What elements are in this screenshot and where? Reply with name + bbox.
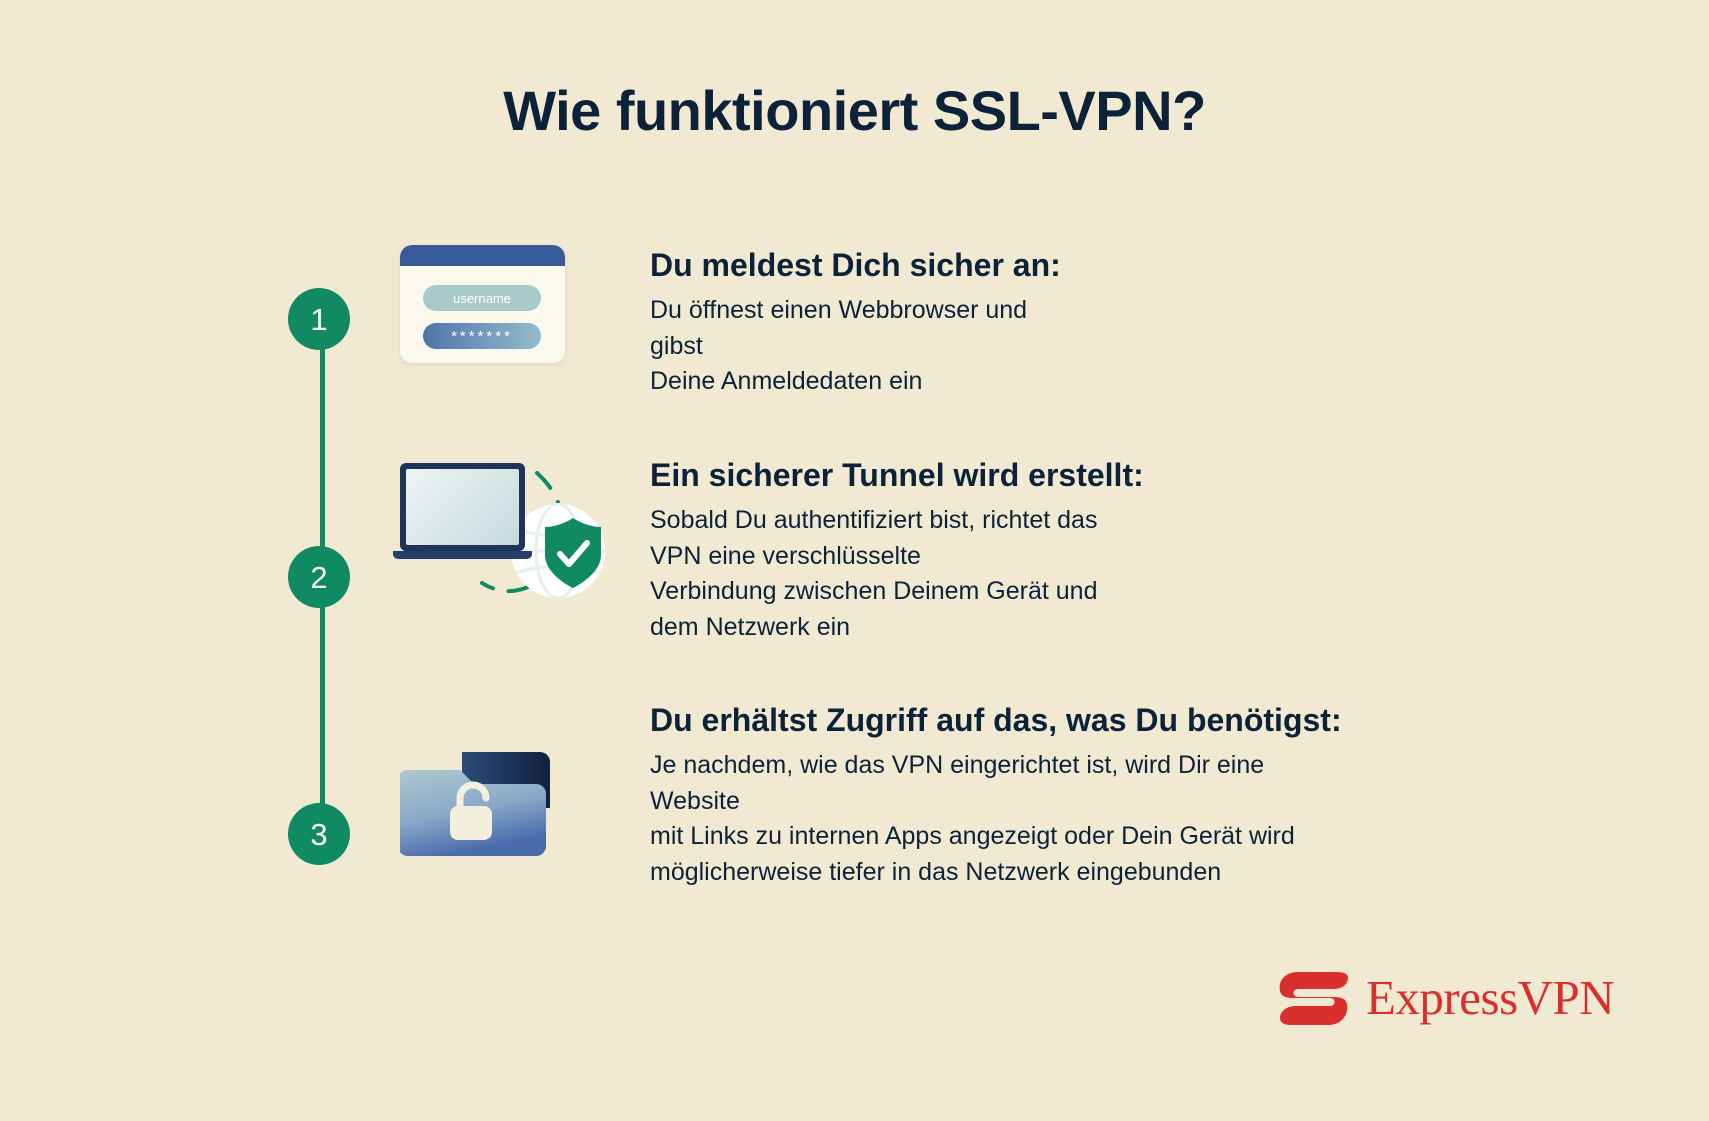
timeline: 1 2 3 bbox=[288, 288, 358, 865]
folder-unlocked-icon bbox=[398, 746, 550, 869]
shield-check-icon bbox=[545, 518, 601, 588]
step-3-heading: Du erhältst Zugriff auf das, was Du benö… bbox=[650, 702, 1342, 738]
step-marker-2: 2 bbox=[288, 546, 350, 608]
step-1-body: Du öffnest einen Webbrowser und gibst De… bbox=[650, 296, 1028, 395]
unlock-icon bbox=[450, 781, 492, 840]
password-field: ******* bbox=[423, 323, 541, 349]
step-marker-3: 3 bbox=[288, 803, 350, 865]
laptop-shield-globe-icon bbox=[393, 455, 615, 605]
step-1-heading: Du meldest Dich sicher an: bbox=[650, 247, 1061, 283]
step-2-body: Sobald Du authentifiziert bist, richtet … bbox=[650, 506, 1098, 641]
folder-shape bbox=[398, 752, 550, 856]
expressvpn-logo: ExpressVPN bbox=[1278, 968, 1615, 1026]
step-marker-1: 1 bbox=[288, 288, 350, 350]
step-1-text: Du meldest Dich sicher an: Du öffnest ei… bbox=[650, 245, 1061, 400]
laptop-screen bbox=[406, 469, 519, 545]
step-2-text: Ein sicherer Tunnel wird erstellt: Sobal… bbox=[650, 455, 1144, 645]
page-title: Wie funktioniert SSL-VPN? bbox=[503, 79, 1206, 142]
step-2-heading: Ein sicherer Tunnel wird erstellt: bbox=[650, 457, 1144, 493]
laptop-base bbox=[393, 551, 532, 559]
username-field: username bbox=[423, 285, 541, 311]
step-3-body: Je nachdem, wie das VPN eingerichtet ist… bbox=[650, 751, 1295, 886]
expressvpn-e-icon bbox=[1279, 972, 1348, 1025]
window-titlebar bbox=[400, 245, 565, 266]
laptop-icon bbox=[400, 463, 525, 551]
expressvpn-wordmark: ExpressVPN bbox=[1366, 969, 1615, 1025]
step-3-text: Du erhältst Zugriff auf das, was Du benö… bbox=[650, 700, 1342, 890]
login-window-icon: username ******* bbox=[400, 245, 565, 363]
